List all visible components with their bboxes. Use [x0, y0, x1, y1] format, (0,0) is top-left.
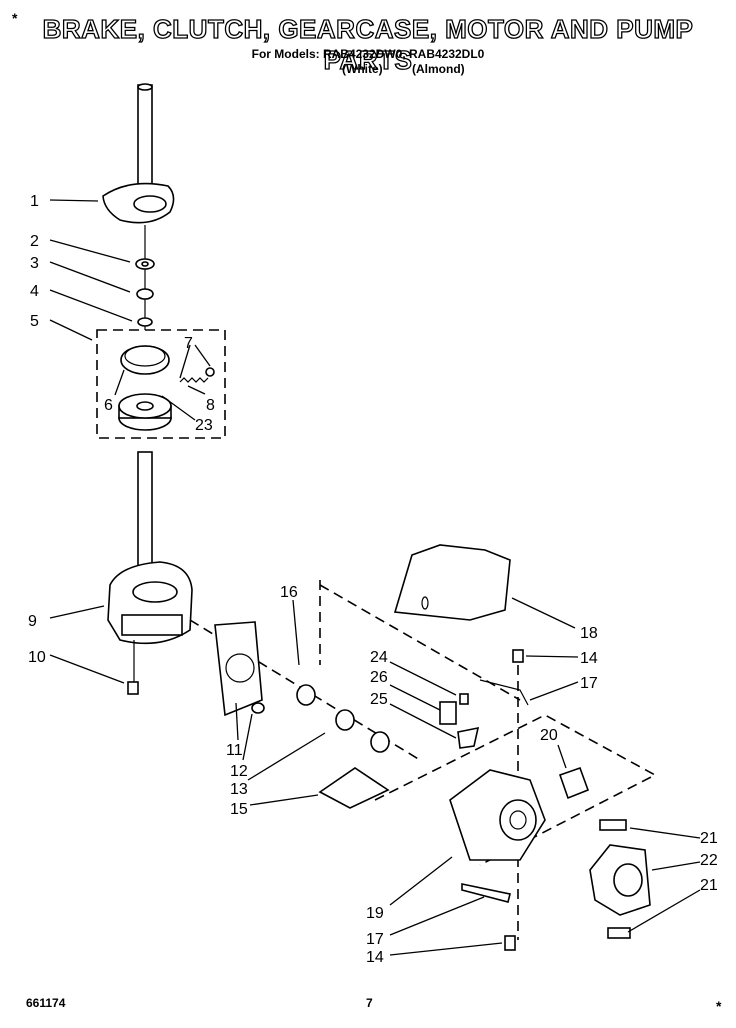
part-26-capacitor: [439, 701, 457, 725]
callout-21-lower: 21: [700, 877, 718, 894]
part-17-bracket-lower: [461, 883, 511, 903]
part-7-spring: [179, 367, 215, 383]
color-almond-label: (Almond): [412, 62, 465, 76]
part-16-clip: [214, 621, 263, 717]
part-3-retainer: [136, 288, 154, 300]
part-21-clip-lower: [607, 927, 631, 939]
part-10-screw: [127, 640, 139, 695]
doc-number: 661174: [26, 996, 66, 1010]
callout-11: 11: [226, 742, 243, 759]
part-9-gearcase: [107, 451, 193, 645]
callout-24: 24: [370, 649, 388, 666]
callout-1: 1: [30, 193, 39, 210]
callout-labels: 1 2 3 4 5 6 7 8 23 9 10 16 11 12 13 15 1…: [28, 193, 718, 966]
leader-lines: [49, 199, 701, 956]
callout-19: 19: [366, 905, 384, 922]
part-25-strap: [457, 726, 480, 749]
corner-mark-top: *: [12, 10, 18, 26]
page-title: BRAKE, CLUTCH, GEARCASE, MOTOR AND PUMP …: [42, 13, 694, 75]
callout-23: 23: [195, 417, 213, 434]
page-number: 7: [366, 996, 373, 1010]
callout-22: 22: [700, 852, 718, 869]
callout-2: 2: [30, 233, 39, 250]
callout-5: 5: [30, 313, 39, 330]
callout-10: 10: [28, 649, 46, 666]
part-14-screw-bottom: [504, 935, 516, 951]
part-1-brake-cam: [102, 83, 175, 224]
part-4-ring: [137, 317, 153, 327]
callout-15: 15: [230, 801, 248, 818]
callout-18: 18: [580, 625, 598, 642]
part-17-bracket: [479, 679, 529, 706]
part-22-pump: [589, 844, 651, 916]
callout-8: 8: [206, 397, 215, 414]
callout-9: 9: [28, 613, 37, 630]
callout-14-bottom: 14: [366, 949, 384, 966]
part-6-brake-band: [120, 345, 170, 375]
callout-21-upper: 21: [700, 830, 718, 847]
callout-7: 7: [184, 335, 193, 352]
part-18-shield: [393, 544, 511, 621]
callout-16: 16: [280, 584, 298, 601]
part-23-brake-rotor: [118, 393, 172, 431]
callout-6: 6: [104, 397, 113, 414]
callout-17-bottom: 17: [366, 931, 384, 948]
part-14-screw-top: [512, 649, 524, 663]
brake-assembly-box: [96, 329, 226, 439]
callout-3: 3: [30, 255, 39, 272]
part-24-screw: [459, 693, 469, 705]
color-white-label: (White): [342, 62, 383, 76]
part-19-motor: [449, 769, 546, 861]
callout-14-top: 14: [580, 650, 598, 667]
part-21-clip-upper: [599, 819, 627, 831]
callout-25: 25: [370, 691, 388, 708]
part-15-pad: [318, 767, 390, 809]
bracket-line-dashed: [319, 584, 521, 701]
part-20-switch: [558, 766, 590, 800]
callout-4: 4: [30, 283, 39, 300]
part-11-bushing: [251, 702, 265, 714]
callout-20: 20: [540, 727, 558, 744]
part-2-washer: [135, 258, 155, 270]
callout-12: 12: [230, 763, 248, 780]
part-12-coupling: [296, 684, 316, 706]
callout-26: 26: [370, 669, 388, 686]
part-13-coupler: [335, 709, 390, 753]
callout-13: 13: [230, 781, 248, 798]
corner-mark-bottom: *: [716, 998, 722, 1014]
models-line: For Models: RAB4232DW0, RAB4232DL0: [251, 47, 485, 61]
callout-17-top: 17: [580, 675, 598, 692]
